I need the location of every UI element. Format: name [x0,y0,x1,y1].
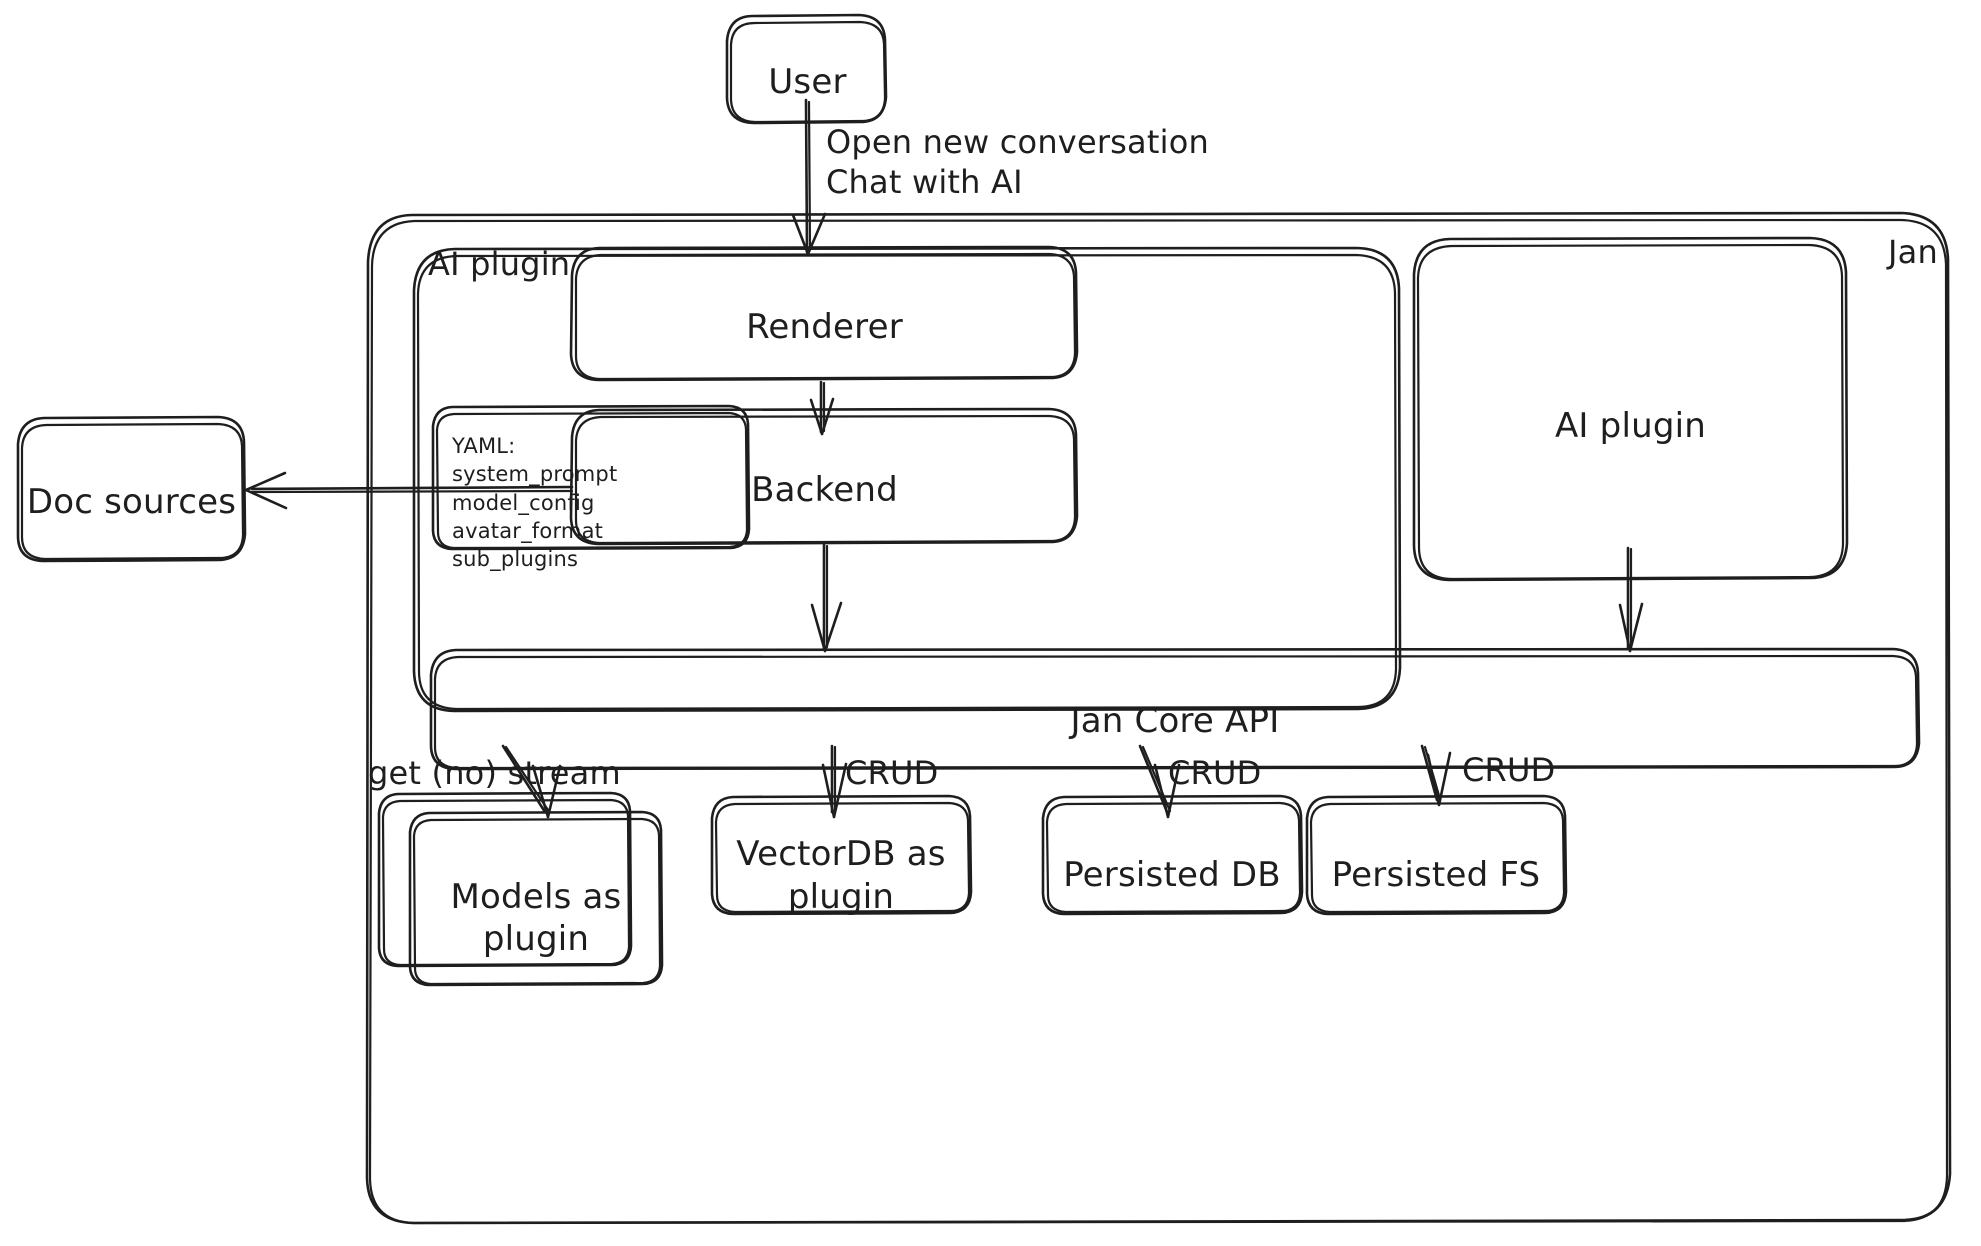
node-shape-persisted-db [1041,794,1304,916]
node-shape-persisted-fs [1305,794,1568,916]
node-label-persisted-db[interactable]: Persisted DB [1063,855,1281,896]
node-shape-doc-sources [16,415,247,563]
node-label-models-plugin-line1: Models as [450,876,622,917]
node-shape-yaml-note [431,404,751,551]
node-label-models-plugin[interactable]: Models as plugin [410,832,662,1004]
edge-backend-to-doc-sources [244,471,574,510]
node-label-jan-core-api[interactable]: Jan Core API [1070,701,1280,742]
yaml-note-key-system-prompt: system_prompt [452,462,618,487]
node-shape-user [725,13,888,125]
edge-backend-to-core [810,543,843,653]
edge-renderer-to-backend [809,380,835,436]
node-shape-backend [569,407,1079,546]
node-label-vectordb-plugin-line1: VectorDB as [736,834,946,874]
node-label-doc-sources[interactable]: Doc sources [26,482,237,523]
edge-label-user-to-renderer-line1: Open new conversation [826,123,1209,161]
node-label-renderer[interactable]: Renderer [746,306,903,347]
edge-core-to-vectordb [821,744,848,819]
node-label-persisted-fs[interactable]: Persisted FS [1331,855,1541,896]
edge-label-user-to-renderer-line2: Chat with AI [826,163,1023,201]
node-shape-jan-core-api [429,647,1921,771]
edge-core-to-db [1138,744,1181,819]
node-label-vectordb-plugin-line2: plugin [787,876,895,917]
edge-label-core-to-models: get (no) stream [368,754,621,792]
edge-aiplugin-to-core [1618,546,1644,653]
node-label-ai-plugin[interactable]: AI plugin [1554,405,1707,446]
node-label-vectordb-plugin[interactable]: VectorDB as plugin [712,817,970,934]
node-label-backend[interactable]: Backend [751,469,898,510]
edge-label-core-to-fs: CRUD [1462,751,1556,789]
container-label-ai-plugin-group: AI plugin [428,245,571,283]
yaml-note-key-model-config: model_config [452,490,595,515]
yaml-note-key-sub-plugins: sub_plugins [452,547,579,572]
node-label-models-plugin-line2: plugin [482,919,590,959]
edge-label-user-to-renderer: Open new conversation Chat with AI [826,122,1209,202]
node-shape-ai-plugin [1412,236,1849,582]
node-shape-renderer [569,245,1079,382]
edge-label-core-to-db: CRUD [1168,754,1262,792]
yaml-note-key-avatar-format: avatar_format [452,519,604,544]
edge-label-core-to-vectordb: CRUD [845,754,939,792]
node-shape-models-plugin [377,791,664,987]
node-shape-vectordb-plugin [710,794,973,916]
node-label-user[interactable]: User [768,61,847,102]
yaml-note-title: YAML: [452,434,516,458]
container-jan [365,211,1952,1225]
yaml-note: YAML: system_prompt model_config avatar_… [452,432,712,574]
container-label-jan: Jan [1888,233,1938,271]
